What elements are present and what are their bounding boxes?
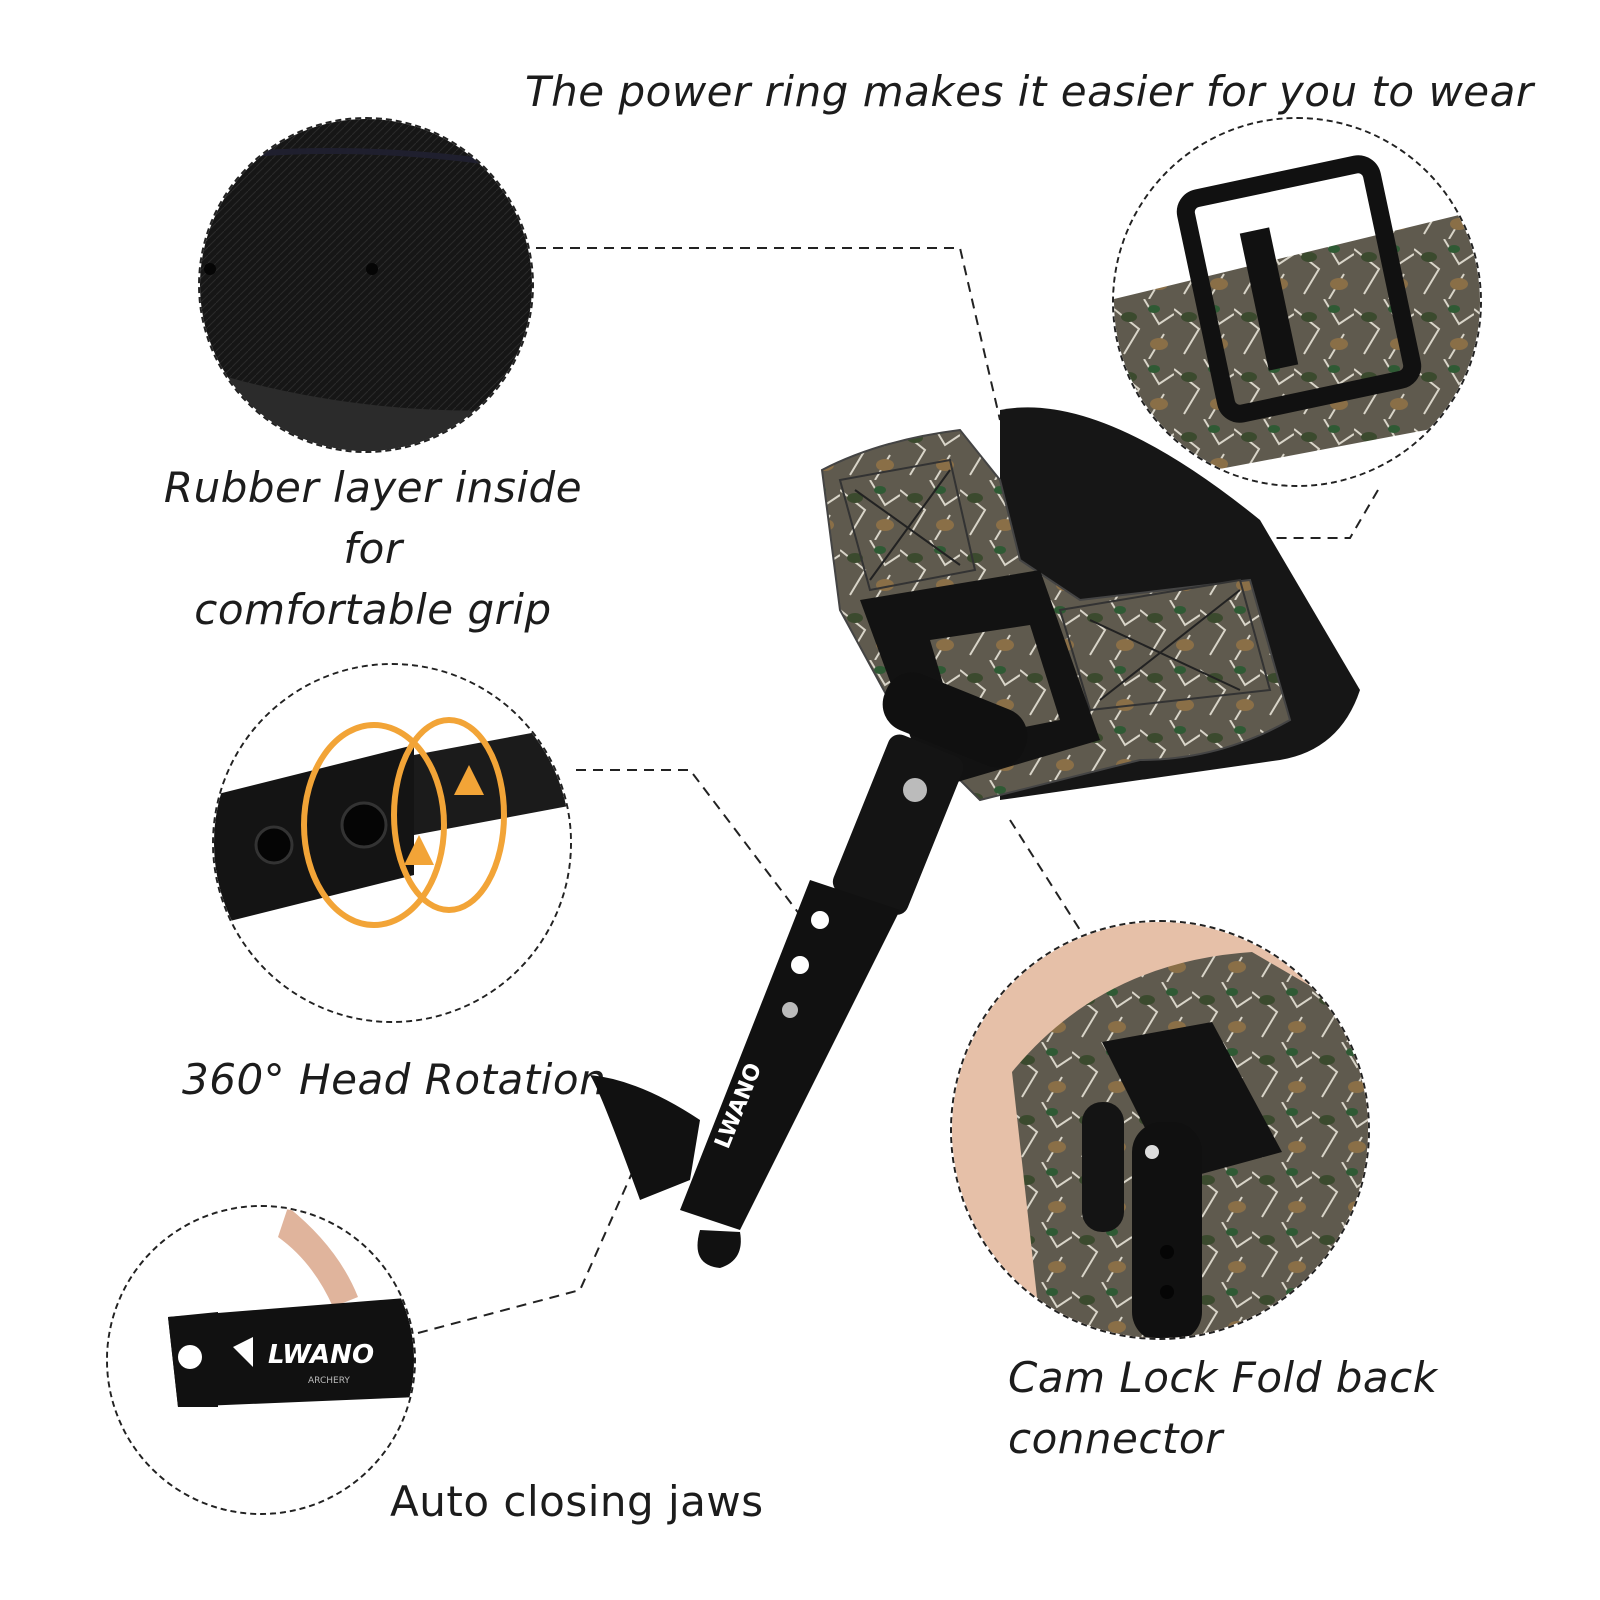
cam-lock-detail: [952, 922, 1368, 1338]
callout-head-rotation-label: 360° Head Rotation: [182, 1055, 607, 1104]
rotation-arrows-icon: [301, 717, 507, 928]
detail-circle-auto-jaws: LWANO ARCHERY: [106, 1205, 416, 1515]
jaws-detail: LWANO ARCHERY: [108, 1207, 414, 1513]
detail-circle-head-rotation: [212, 663, 572, 1023]
detail-circle-rubber-layer: [198, 117, 534, 453]
rotation-detail: [214, 665, 570, 1021]
callout-cam-lock-label: Cam Lock Fold back connector: [1008, 1353, 1438, 1463]
buckle-detail: [1114, 119, 1480, 485]
detail-circle-cam-lock: [950, 920, 1370, 1340]
callout-power-ring-label: The power ring makes it easier for you t…: [525, 67, 1534, 116]
rubber-fabric-detail: [200, 119, 532, 451]
jaws-brand-text: LWANO: [268, 1340, 374, 1370]
detail-circle-buckle: [1112, 117, 1482, 487]
callout-rubber-layer-label: Rubber layer inside for comfortable grip: [163, 463, 583, 634]
jaws-brand-sub-text: ARCHERY: [308, 1376, 350, 1386]
